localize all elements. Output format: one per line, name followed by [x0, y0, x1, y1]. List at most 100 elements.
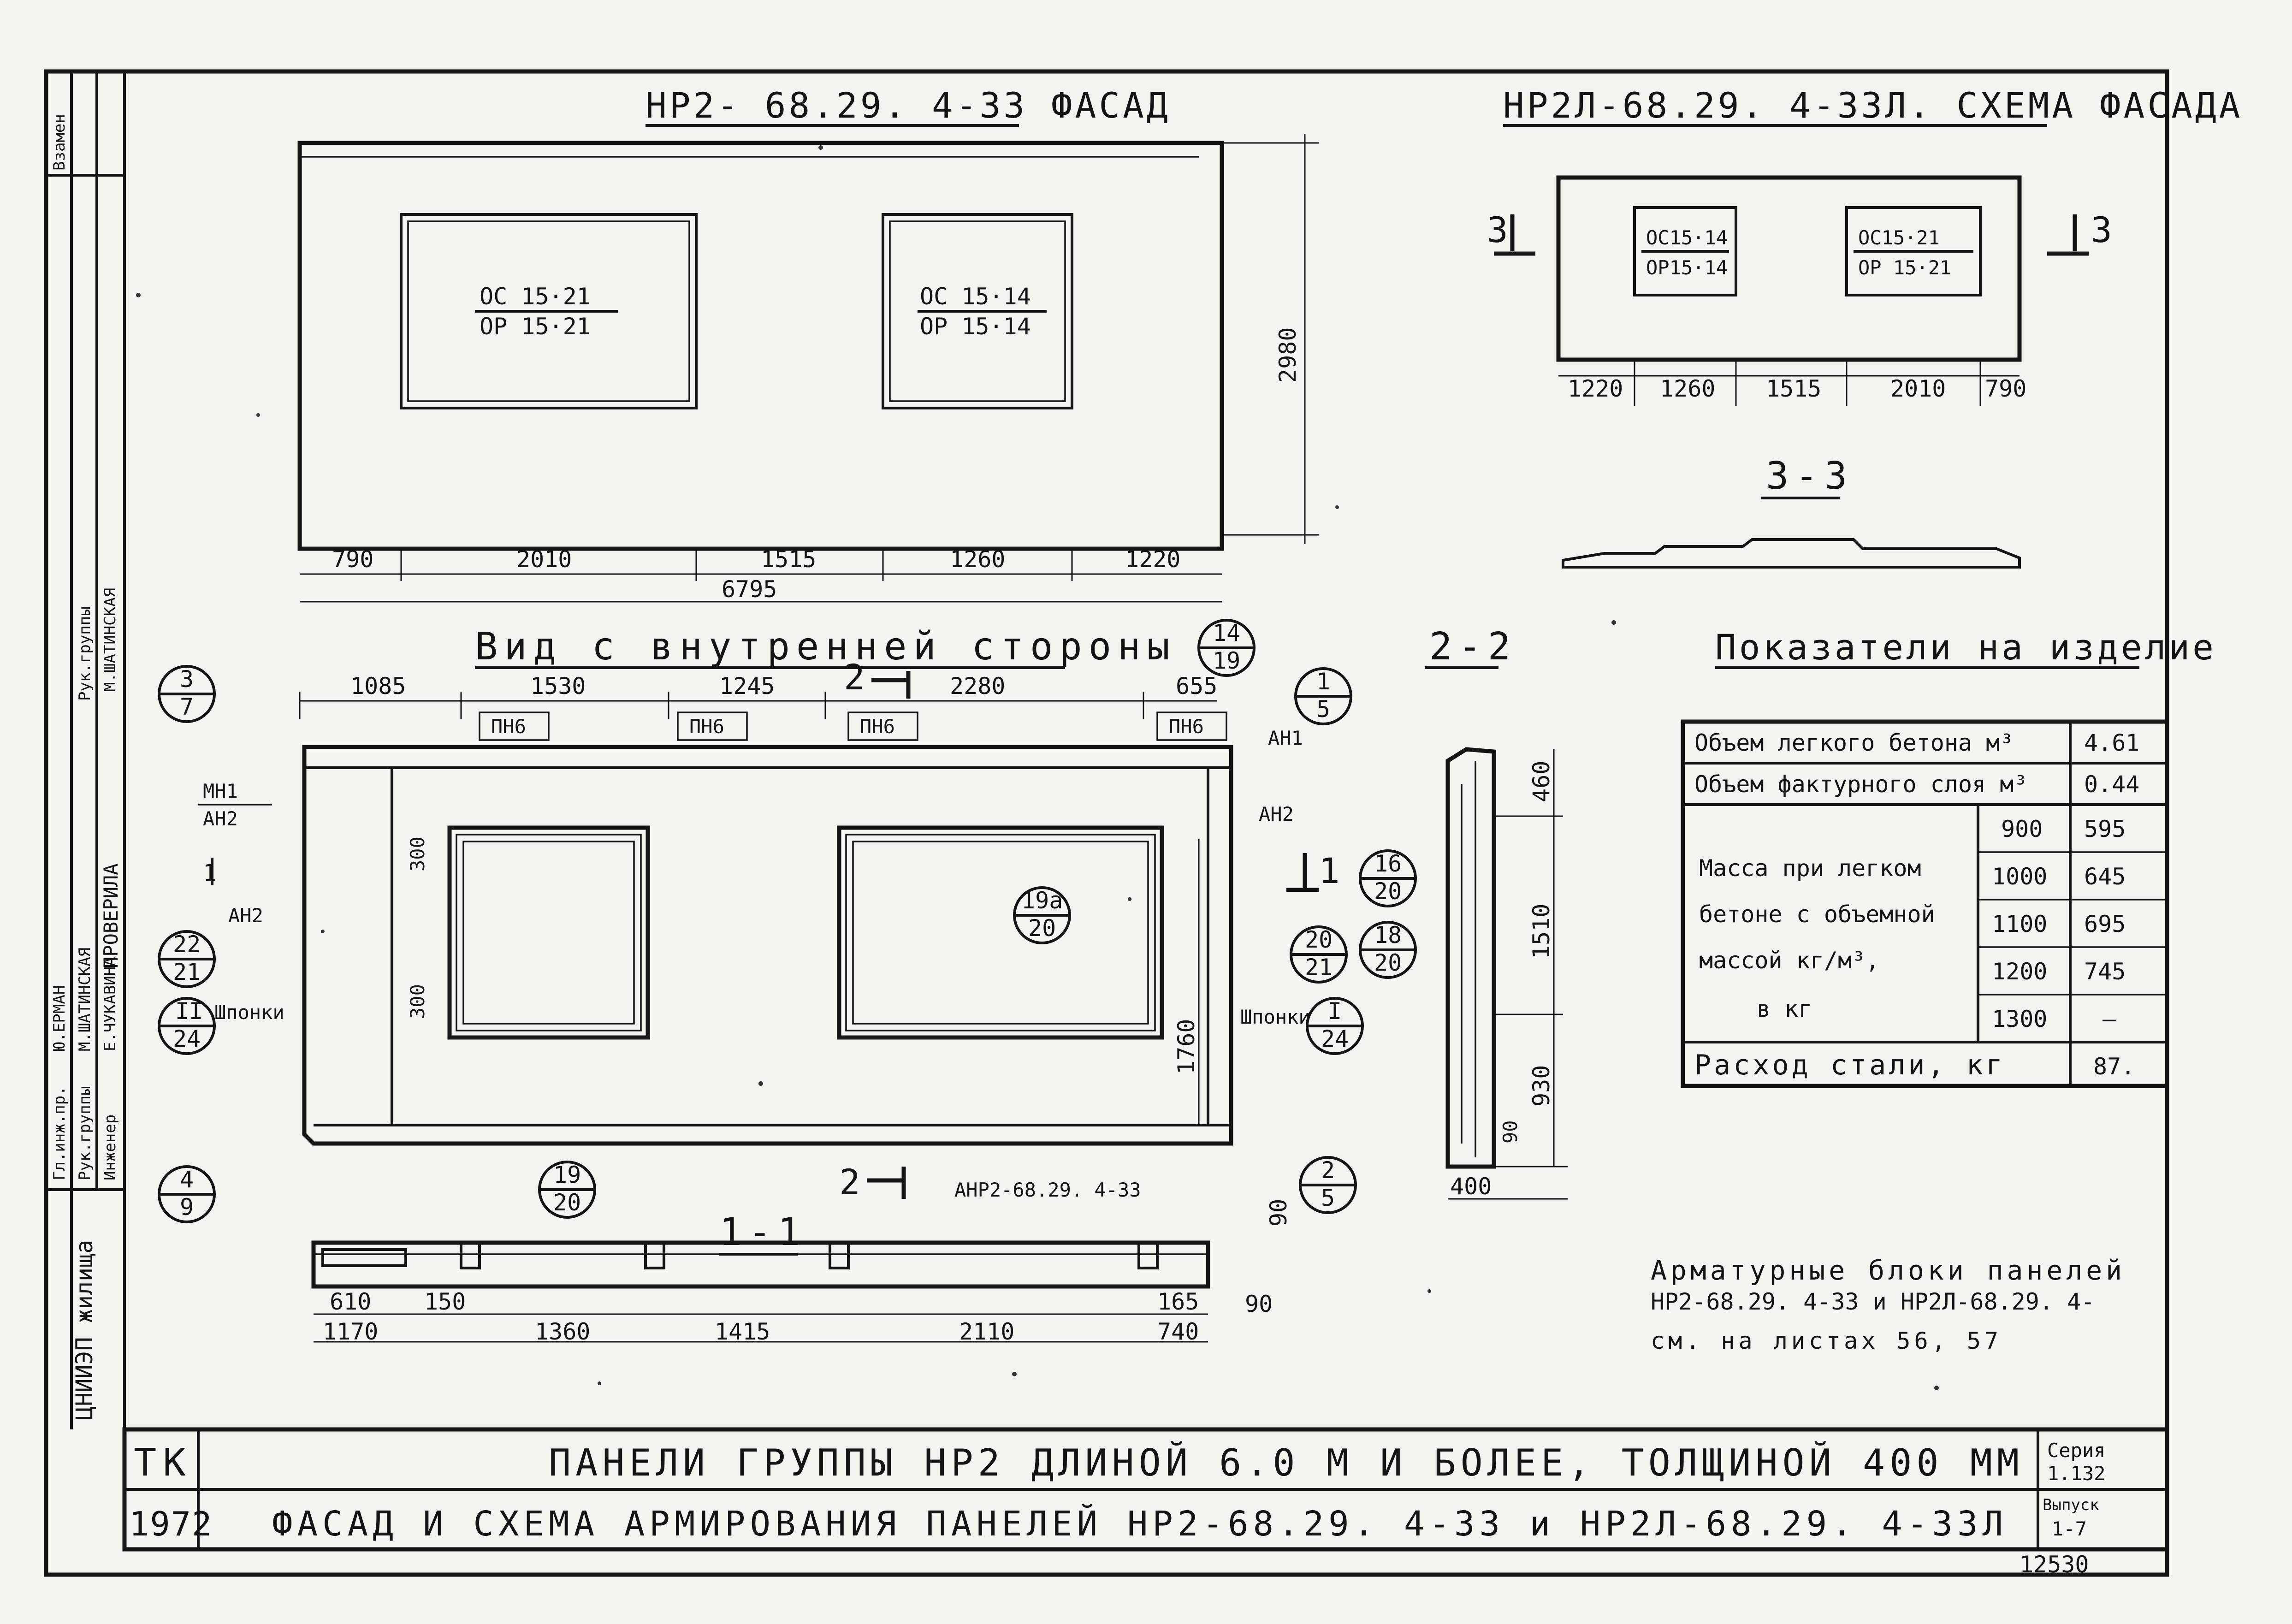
- scheme-drawing: НР2Л-68.29. 4-33Л. СХЕМА ФАСАДА ОС15·14 …: [1487, 85, 2243, 569]
- ind-row1-label: Объем легкого бетона м³: [1694, 729, 2014, 756]
- stamp-year: 1972: [129, 1505, 213, 1543]
- facade-window-2: [882, 213, 1073, 409]
- inside-window-2: [837, 825, 1164, 1040]
- section11-title: 1-1: [719, 1210, 807, 1254]
- mass-label-1: Масса при легком: [1699, 855, 1921, 882]
- pn-2: ПН6: [689, 715, 724, 738]
- svg-text:3: 3: [180, 666, 194, 693]
- stamp-org: ТК: [134, 1441, 192, 1485]
- facade-panel: [297, 141, 1224, 551]
- indicators-table: Показатели на изделие Объем легкого бето…: [1681, 627, 2214, 1088]
- dim-1760: 1760: [1173, 1019, 1200, 1074]
- scheme-panel: [1556, 175, 2022, 362]
- s11-dim-740: 740: [1157, 1318, 1199, 1345]
- svg-text:20: 20: [1028, 915, 1056, 942]
- dim-300-a: 300: [406, 836, 429, 871]
- svg-text:19: 19: [553, 1162, 581, 1188]
- name-1: Ю.ЕРМАН: [50, 985, 69, 1051]
- facade-dim-3: 1515: [761, 546, 816, 573]
- inside-panel: [302, 745, 1233, 1146]
- scheme-cut-right: 3: [2091, 209, 2115, 250]
- cut2-bottom: 2: [839, 1162, 863, 1203]
- section11-profile: [311, 1240, 1210, 1289]
- side-stamp: Взамен ПРОВЕРИЛА Гл.инж.пр. Ю.ЕРМАН Рук.…: [46, 71, 124, 1429]
- svg-text:1: 1: [1316, 668, 1330, 695]
- role-2: Рук.группы: [76, 1086, 94, 1180]
- inside-dim-1: 1085: [350, 673, 406, 699]
- inside-dim-2: 1530: [530, 673, 586, 699]
- mass-v-1300: —: [2102, 1006, 2117, 1032]
- steel-value: 87.: [2093, 1053, 2135, 1080]
- scheme-win2-top: ОС15·21: [1858, 226, 1940, 249]
- section22: 2-2 460 1510 930 90 400 16 20 18 20: [1359, 625, 1568, 1200]
- s11-dim-165: 165: [1157, 1288, 1199, 1315]
- note-line-3: см. на листах 56, 57: [1651, 1328, 2002, 1354]
- svg-text:16: 16: [1374, 850, 1402, 877]
- scheme-dim-4: 2010: [1890, 375, 1946, 402]
- mass-label-4: в кг: [1757, 996, 1812, 1022]
- note: Арматурные блоки панелей НР2-68.29. 4-33…: [1651, 1255, 2126, 1354]
- s11-dim-90-a: 90: [1245, 1291, 1273, 1317]
- scheme-window-2: [1845, 206, 1982, 296]
- bubble-3-7: 3 7: [158, 665, 216, 723]
- org-label: ЦНИИЭП жилища: [71, 1240, 98, 1420]
- bubble-19a-20: 19а 20: [1013, 886, 1071, 944]
- section22-title: 2-2: [1429, 625, 1517, 669]
- mass-d-1100: 1100: [1992, 911, 2047, 937]
- section11-anchor: АНР2-68.29. 4-33: [954, 1179, 1141, 1201]
- stamp-title-1: ПАНЕЛИ ГРУППЫ НР2 ДЛИНОЙ 6.0 М И БОЛЕЕ, …: [549, 1441, 2024, 1484]
- scheme-dim-2: 1260: [1660, 375, 1715, 402]
- bubble-19-20: 19 20: [538, 1161, 596, 1219]
- scheme-window-1: [1633, 206, 1737, 296]
- label-an2-b: АН2: [228, 904, 263, 927]
- mass-label-2: бетоне с объемной: [1699, 901, 1935, 928]
- ind-row1-value: 4.61: [2084, 729, 2139, 756]
- bubble-22-21: 22 21: [158, 930, 216, 988]
- facade-dim-1: 790: [332, 546, 373, 573]
- bubble-20-21: 20 21: [1290, 925, 1348, 984]
- facade-win2-top: ОС 15·14: [920, 283, 1031, 310]
- scheme-dim-1: 1220: [1568, 375, 1623, 402]
- facade-height: 2980: [1274, 327, 1301, 383]
- scheme-dim-5: 790: [1985, 375, 2026, 402]
- inside-title: Вид с внутренней стороны: [475, 625, 1176, 669]
- scheme-title: НР2Л-68.29. 4-33Л. СХЕМА ФАСАДА: [1503, 85, 2243, 126]
- bubble-14-19: 14 19: [1197, 619, 1256, 677]
- svg-text:20: 20: [1374, 878, 1402, 905]
- facade-win1-bot: ОР 15·21: [480, 313, 591, 340]
- name-3: Е.ЧУКАВИНА: [101, 957, 119, 1051]
- mass-v-1100: 695: [2084, 911, 2126, 937]
- steel-label: Расход стали, кг: [1694, 1049, 2005, 1081]
- section33-title: 3-3: [1766, 454, 1854, 498]
- note-line-1: Арматурные блоки панелей: [1651, 1255, 2126, 1286]
- label-mn1: МН1: [203, 780, 238, 802]
- scheme-cut-left: 3: [1487, 209, 1511, 250]
- mass-v-1200: 745: [2084, 958, 2126, 985]
- svg-text:2: 2: [1321, 1157, 1335, 1184]
- scheme-win2-bot: ОР 15·21: [1858, 256, 1951, 279]
- label-an1: АН1: [1268, 727, 1303, 749]
- bubble-1-5: 1 5: [1294, 667, 1352, 725]
- s11-dim-1415: 1415: [715, 1318, 770, 1345]
- s11-dim-150: 150: [424, 1288, 466, 1315]
- replaced-label: Взамен: [50, 114, 69, 171]
- s22-dim-460: 460: [1528, 761, 1555, 802]
- ind-row2-value: 0.44: [2084, 771, 2139, 798]
- label-an2-c: АН2: [1259, 803, 1294, 825]
- mass-d-1200: 1200: [1992, 958, 2047, 985]
- s22-dim-930: 930: [1528, 1065, 1555, 1107]
- svg-text:18: 18: [1374, 922, 1402, 948]
- facade-dim-2: 2010: [516, 546, 572, 573]
- bubble-2-5: 2 5: [1299, 1156, 1357, 1214]
- mass-label-3: массой кг/м³,: [1699, 947, 1879, 974]
- pn-1: ПН6: [491, 715, 526, 738]
- role-4: Рук.группы: [76, 606, 94, 701]
- bubble-I-24: I 24: [1306, 997, 1364, 1055]
- s11-dim-610: 610: [330, 1288, 371, 1315]
- inside-view: Вид с внутренней стороны 1085 1530 1245 …: [198, 625, 1340, 1146]
- svg-text:19: 19: [1213, 647, 1240, 674]
- stamp-issue-label: Выпуск: [2043, 1496, 2099, 1514]
- paper-specks: [136, 145, 1939, 1390]
- inside-window-1: [447, 825, 650, 1040]
- stamp-series-label: Серия: [2047, 1439, 2105, 1462]
